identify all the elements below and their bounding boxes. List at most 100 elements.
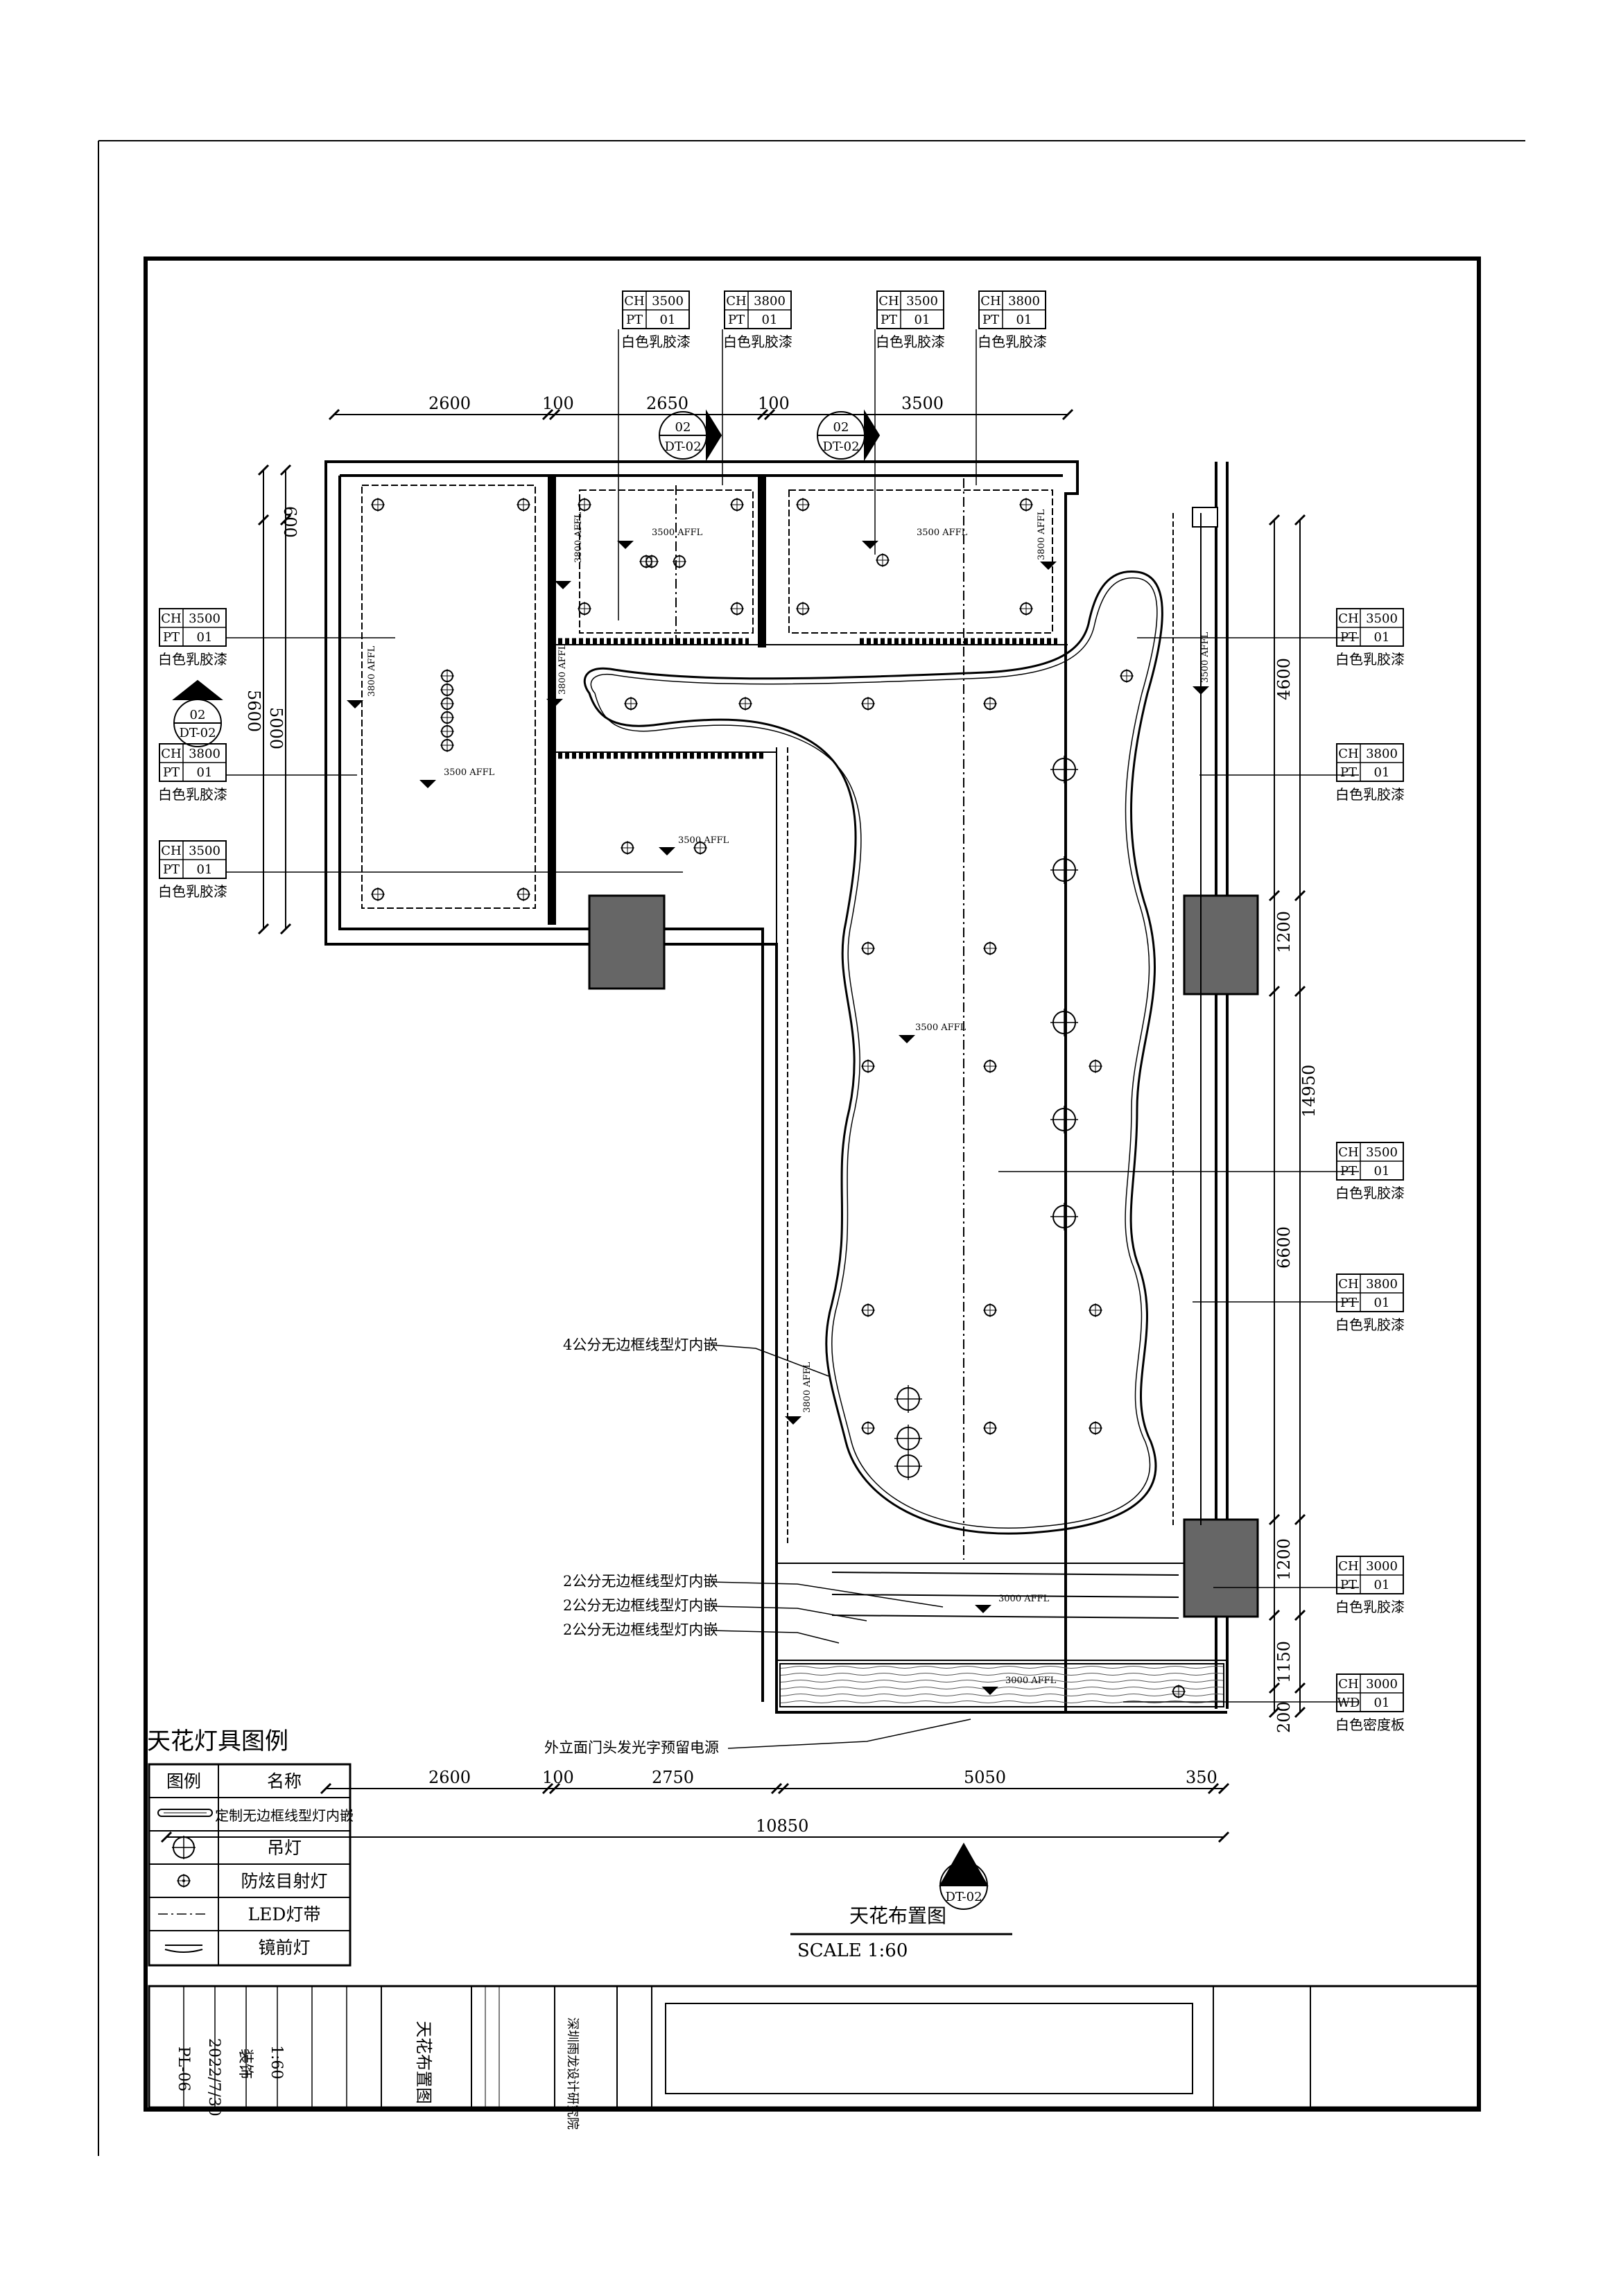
- spotlight-symbol: [983, 1059, 997, 1073]
- ref-bubble-top-1: [659, 409, 722, 462]
- tag-code: PT: [163, 765, 180, 780]
- dim-top-2: 100: [542, 394, 574, 413]
- dim-right-2: 1200: [1274, 911, 1294, 953]
- level-label: 3800 AFFL: [573, 512, 584, 563]
- spotlight-symbol: [861, 1421, 875, 1435]
- legend-item-1: 定制无边框线型灯内嵌: [215, 1807, 354, 1824]
- ref-bubble-top-2: [817, 409, 881, 462]
- level-label: 3800 AFFL: [1037, 509, 1047, 560]
- pendant-symbol: [1050, 756, 1078, 783]
- spotlight-symbol: [440, 724, 454, 738]
- legend-item-4: LED灯带: [248, 1904, 321, 1924]
- pendant-icon: [172, 1836, 196, 1859]
- tag-value: 3500: [1366, 1145, 1398, 1160]
- dim-bottom-4: 5050: [964, 1768, 1006, 1787]
- tag-finish: 白色密度板: [1335, 1716, 1405, 1733]
- title-block-texts: PL-06 2022/7/30 装饰 1:60 天花布置图 深圳雨龙设计研究院: [175, 2017, 580, 2130]
- tag-value: 01: [1374, 1164, 1390, 1179]
- annotation-texts: 4公分无边框线型灯内嵌 2公分无边框线型灯内嵌 2公分无边框线型灯内嵌 2公分无…: [544, 1337, 719, 1756]
- tag-code: CH: [161, 611, 181, 626]
- linear-grooves: [675, 478, 1202, 1619]
- tag-code: CH: [1338, 611, 1358, 626]
- svg-text:DT-02: DT-02: [664, 440, 701, 454]
- pendant-symbol: [1050, 856, 1078, 884]
- dim-left-2: 5600: [244, 690, 263, 732]
- pendant-symbol: [894, 1425, 922, 1452]
- dim-right-6: 1150: [1274, 1641, 1294, 1683]
- svg-text:02: 02: [190, 708, 206, 722]
- spotlight-symbol: [730, 498, 744, 512]
- tag-value: 3500: [652, 294, 684, 308]
- tag-code: CH: [726, 294, 746, 308]
- spotlight-symbol: [730, 602, 744, 616]
- dim-bottom-1: 2600: [428, 1768, 471, 1787]
- spotlight-symbol: [517, 498, 530, 512]
- tag-code: PT: [1340, 630, 1357, 645]
- spotlight-symbol: [861, 1059, 875, 1073]
- spotlight-symbol: [440, 683, 454, 697]
- section-bubble-texts: 02 DT-02 02 DT-02 02 DT-02 01 DT-02: [179, 420, 982, 1904]
- tag-code: CH: [1338, 1559, 1358, 1574]
- legend-item-3: 防炫目射灯: [241, 1871, 327, 1891]
- svg-text:DT-02: DT-02: [822, 440, 859, 454]
- spotlight-symbol: [796, 498, 810, 512]
- dimension-lines: [166, 414, 1301, 1838]
- level-label: 3000 AFFL: [998, 1594, 1050, 1604]
- spotlight-symbol: [440, 711, 454, 724]
- tag-finish: 白色乳胶漆: [1335, 786, 1405, 803]
- level-label: 3000 AFFL: [1005, 1676, 1057, 1686]
- tag-finish: 白色乳胶漆: [1335, 1316, 1405, 1333]
- leader-lines: [226, 329, 1359, 1749]
- spotlight-symbol: [861, 697, 875, 711]
- tag-finish: 白色乳胶漆: [978, 333, 1047, 350]
- spotlight-symbol: [983, 1421, 997, 1435]
- tag-finish: 白色乳胶漆: [1335, 651, 1405, 668]
- tag-code: PT: [163, 862, 180, 877]
- spotlight-symbol: [983, 941, 997, 955]
- drawing-title: 天花布置图 SCALE 1:60: [790, 1904, 1012, 1961]
- tag-code: PT: [626, 313, 643, 327]
- tag-code: PT: [1340, 1164, 1357, 1179]
- tag-code: CH: [980, 294, 1000, 308]
- spotlight-symbol: [876, 553, 890, 567]
- pendant-symbol: [1050, 1203, 1078, 1230]
- pendant-symbol: [894, 1385, 922, 1413]
- spotlight-symbol: [861, 941, 875, 955]
- pendant-symbol: [894, 1452, 922, 1480]
- tag-code: PT: [163, 630, 180, 645]
- spotlight-symbol: [693, 841, 707, 855]
- dim-right-5: 1200: [1274, 1538, 1294, 1581]
- spotlight-symbol: [440, 697, 454, 711]
- tag-finish: 白色乳胶漆: [876, 333, 945, 350]
- mirror-light-icon: [164, 1945, 203, 1953]
- dimension-ticks: [160, 408, 1306, 1843]
- tag-code: CH: [878, 294, 899, 308]
- dim-right-4: 6600: [1274, 1226, 1294, 1269]
- level-label: 3500 AFFL: [652, 528, 703, 538]
- tag-value: 01: [1016, 313, 1032, 327]
- company-name: 深圳雨龙设计研究院: [565, 2017, 580, 2130]
- tag-code: PT: [1340, 1296, 1357, 1310]
- level-label: 3500 AFFL: [917, 528, 968, 538]
- note-line4: 4公分无边框线型灯内嵌: [563, 1337, 718, 1353]
- legend-title: 天花灯具图例: [147, 1728, 288, 1755]
- dim-top-5: 3500: [901, 394, 944, 413]
- svg-text:02: 02: [833, 420, 849, 435]
- spotlight-symbol: [983, 697, 997, 711]
- note-sign-power: 外立面门头发光字预留电源: [544, 1739, 719, 1756]
- wood-strip: [779, 1663, 1224, 1707]
- linear-light-icon: [157, 1809, 213, 1817]
- tag-code: PT: [1340, 1578, 1357, 1592]
- tag-value: 3800: [189, 747, 220, 761]
- tag-value: 01: [1374, 630, 1390, 645]
- tag-value: 3000: [1366, 1677, 1398, 1691]
- tag-value: 3800: [1008, 294, 1040, 308]
